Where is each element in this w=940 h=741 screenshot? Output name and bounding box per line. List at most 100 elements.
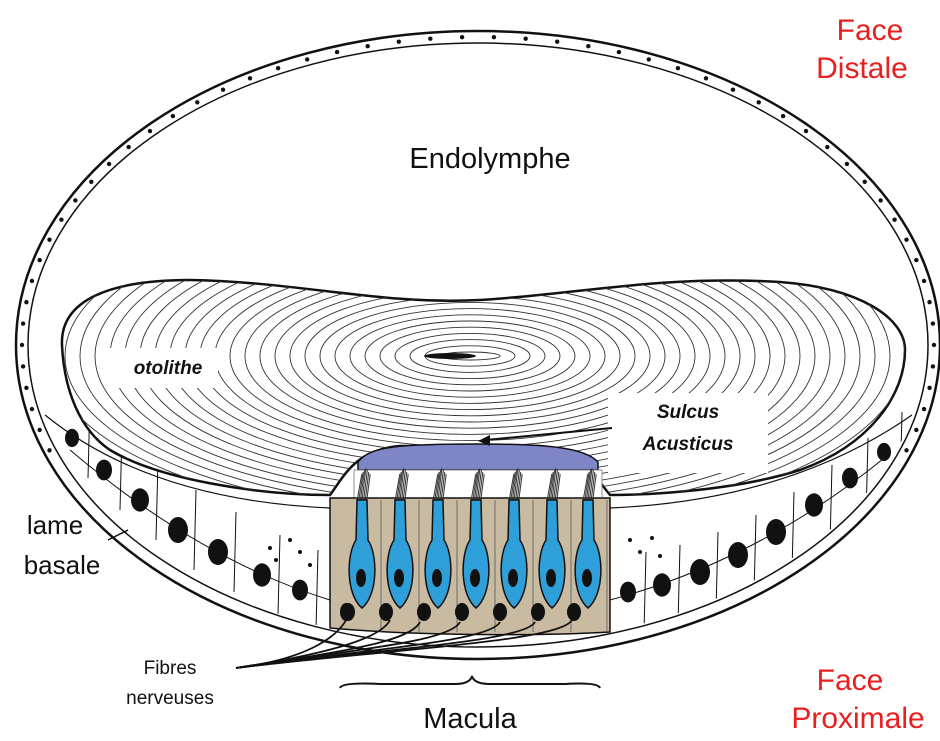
wall-nucleus: [825, 145, 829, 149]
wall-nucleus: [922, 407, 926, 411]
epithelial-nucleus: [96, 460, 112, 481]
wall-nucleus: [47, 237, 51, 241]
wall-nucleus: [460, 35, 464, 39]
epithelial-nucleus: [728, 542, 748, 568]
wall-nucleus: [878, 198, 882, 202]
sulcus-acusticus-layer: [358, 444, 598, 470]
wall-nucleus: [914, 428, 918, 432]
hair-cell-nucleus: [356, 569, 366, 587]
granule: [658, 554, 662, 558]
granule: [268, 546, 272, 550]
wall-nucleus: [107, 162, 111, 166]
epithelial-nucleus: [653, 573, 671, 596]
wall-nucleus: [89, 180, 93, 184]
wall-nucleus: [904, 237, 908, 241]
wall-nucleus: [221, 87, 225, 91]
otolith-core: [424, 353, 476, 359]
wall-nucleus: [24, 300, 28, 304]
wall-nucleus: [931, 321, 935, 325]
macula-label: Macula: [423, 703, 517, 735]
face-proximale-label-1: Face: [817, 664, 884, 697]
wall-nucleus: [365, 44, 369, 48]
wall-nucleus: [21, 364, 25, 368]
support-cell-nucleus: [493, 603, 507, 621]
macula-region: [330, 444, 610, 635]
wall-nucleus: [555, 39, 559, 43]
wall-nucleus: [586, 44, 590, 48]
wall-nucleus: [927, 300, 931, 304]
wall-nucleus: [647, 57, 651, 61]
support-cell-nucleus: [417, 603, 431, 621]
wall-nucleus: [845, 162, 849, 166]
wall-nucleus: [30, 279, 34, 283]
hair-cell-nucleus: [394, 569, 404, 587]
epithelial-nucleus: [131, 488, 149, 511]
granule: [298, 550, 302, 554]
wall-nucleus: [704, 76, 708, 80]
epithelial-nucleus: [208, 539, 228, 565]
wall-nucleus: [195, 100, 199, 104]
epithelial-nucleus: [766, 519, 786, 545]
epithelial-nucleus: [65, 429, 79, 447]
wall-nucleus: [781, 114, 785, 118]
wall-nucleus: [914, 258, 918, 262]
support-cell-nucleus: [531, 603, 545, 621]
epithelial-nucleus: [168, 517, 188, 543]
wall-nucleus: [492, 35, 496, 39]
wall-nucleus: [73, 198, 77, 202]
epithelial-nucleus: [620, 582, 636, 603]
granule: [288, 538, 292, 542]
wall-nucleus: [931, 364, 935, 368]
wall-nucleus: [59, 218, 63, 222]
hair-cell-nucleus: [432, 569, 442, 587]
fibres-nerveuses-label-1: Fibres: [144, 658, 197, 679]
support-cell-nucleus: [340, 603, 352, 621]
granule: [638, 550, 642, 554]
wall-nucleus: [148, 129, 152, 133]
wall-nucleus: [892, 218, 896, 222]
wall-nucleus: [276, 66, 280, 70]
epithelial-nucleus: [877, 443, 891, 461]
wall-nucleus: [47, 448, 51, 452]
support-cell-nucleus: [379, 603, 393, 621]
wall-nucleus: [335, 50, 339, 54]
otolithe-label: otolithe: [134, 358, 203, 379]
epithelial-nucleus: [690, 559, 710, 585]
wall-nucleus: [397, 39, 401, 43]
face-distale-label-1: Face: [837, 14, 904, 47]
epithelial-nucleus: [842, 468, 858, 489]
macula-brace: [340, 676, 600, 688]
wall-nucleus: [24, 386, 28, 390]
support-cell-nucleus: [455, 603, 469, 621]
wall-nucleus: [171, 114, 175, 118]
sulcus-label-1: Sulcus: [657, 402, 719, 423]
lame-basale-label-2: basale: [24, 550, 101, 580]
wall-nucleus: [904, 448, 908, 452]
granule: [628, 538, 632, 542]
granule: [274, 558, 278, 562]
hair-cell-nucleus: [508, 569, 518, 587]
support-cell-nucleus: [567, 603, 581, 621]
epithelial-nucleus: [253, 563, 271, 586]
hair-cell-nucleus: [470, 569, 480, 587]
wall-nucleus: [927, 386, 931, 390]
wall-nucleus: [617, 50, 621, 54]
face-proximale-label-2: Proximale: [791, 702, 924, 735]
wall-nucleus: [922, 279, 926, 283]
epithelial-nucleus: [805, 493, 823, 516]
granule: [650, 536, 654, 540]
epithelial-nucleus: [292, 580, 308, 601]
wall-nucleus: [523, 36, 527, 40]
lame-basale-label-1: lame: [27, 510, 83, 540]
wall-nucleus: [804, 129, 808, 133]
sulcus-label-2: Acusticus: [642, 434, 734, 455]
wall-nucleus: [37, 258, 41, 262]
wall-nucleus: [37, 428, 41, 432]
wall-nucleus: [20, 343, 24, 347]
wall-nucleus: [30, 407, 34, 411]
wall-nucleus: [863, 180, 867, 184]
wall-nucleus: [21, 321, 25, 325]
hair-cell-nucleus: [546, 569, 556, 587]
